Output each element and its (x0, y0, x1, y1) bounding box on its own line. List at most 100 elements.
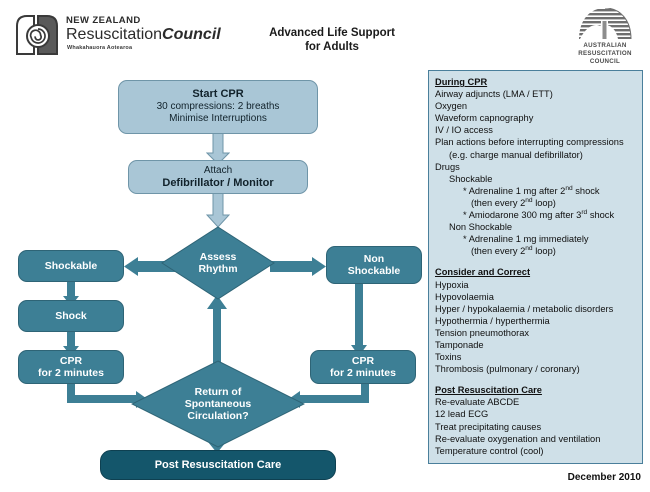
consider-item-thermia: Hypothermia / hyperthermia (435, 315, 550, 326)
rosc-line1: Return of (194, 386, 242, 398)
assess-rhythm-line1: Assess (199, 251, 237, 263)
during-cpr-item-capnography: Waveform capnography (435, 113, 534, 124)
logo-word-council: Council (162, 26, 221, 43)
drug-nonshockable-adrenaline-loop: (then every 2nd loop) (435, 245, 636, 257)
koru-spiral-icon (16, 15, 58, 55)
node-shock[interactable]: Shock (18, 300, 124, 332)
arc-logo-line2: RESUSCITATION (578, 50, 632, 58)
consider-item-pneumothorax: Tension pneumothorax (435, 327, 530, 338)
drug-nonshockable-loop-post: loop) (532, 246, 556, 257)
rosc-label: Return of Spontaneous Circulation? (131, 360, 305, 448)
consider-item-hypoxia: Hypoxia (435, 279, 469, 290)
during-cpr-item-airway: Airway adjuncts (LMA / ETT) (435, 89, 553, 100)
drug-shockable-amiodarone-pre: * Amiodarone 300 mg after 3 (463, 210, 582, 221)
start-cpr-sub1: 30 compressions: 2 breaths (156, 100, 280, 112)
node-post-resuscitation-care[interactable]: Post Resuscitation Care (100, 450, 336, 480)
cpr-right-line2: for 2 minutes (330, 367, 396, 379)
during-cpr-item-shockable-heading: Shockable (449, 173, 493, 184)
assess-rhythm-label: Assess Rhythm (161, 226, 275, 300)
connector-shockable-to-shock (63, 281, 79, 306)
drug-shockable-adrenaline-loop-sup: nd (525, 196, 533, 204)
logo-line-resuscitation-council: ResuscitationCouncil (66, 26, 221, 44)
rosc-diamond-shape (131, 360, 305, 448)
logo-line-new-zealand: New Zealand (66, 15, 141, 26)
node-non-shockable[interactable]: Non Shockable (326, 246, 422, 284)
shockable-label: Shockable (44, 259, 98, 272)
arc-emblem-icon (579, 8, 632, 40)
consider-correct-heading: Consider and Correct (435, 267, 531, 278)
non-shockable-line1: Non (363, 252, 385, 265)
post-resus-item-oxygenation: Re-evaluate oxygenation and ventilation (435, 433, 601, 444)
drug-shockable-adrenaline-loop-pre: (then every 2 (471, 197, 526, 208)
australian-resuscitation-council-logo: AUSTRALIAN RESUSCITATION COUNCIL (572, 8, 638, 70)
drug-nonshockable-loop-pre: (then every 2 (471, 246, 526, 257)
connector-cpr-right-to-rosc (288, 381, 369, 408)
shock-label: Shock (55, 309, 87, 322)
page-title: Advanced Life Support for Adults (232, 26, 432, 54)
drug-shockable-amiodarone-post: shock (587, 210, 615, 221)
attach-title: Defibrillator / Monitor (162, 177, 274, 189)
page-title-line1: Advanced Life Support (269, 27, 395, 39)
post-resus-item-temperature: Temperature control (cool) (435, 445, 544, 456)
panel-spacer-1 (435, 257, 636, 266)
during-cpr-item-charge-defib: (e.g. charge manual defibrillator) (449, 149, 583, 160)
cpr-left-line1: CPR (59, 354, 83, 367)
during-cpr-item-access: IV / IO access (435, 125, 493, 136)
attach-sub: Attach (203, 164, 233, 176)
connector-assess-to-nonshockable (270, 257, 326, 276)
cpr-right-line1: CPR (351, 354, 375, 367)
consider-item-toxins: Toxins (435, 352, 462, 363)
connector-startcpr-to-attach (206, 133, 230, 165)
during-cpr-item-plan-actions: Plan actions before interrupting compres… (435, 137, 624, 148)
during-cpr-item-drugs: Drugs (435, 161, 460, 172)
connector-rosc-to-assess-loop (207, 295, 227, 369)
logo-maori-subtitle: Whakahauora Aotearoa (67, 45, 133, 51)
node-assess-rhythm[interactable]: Assess Rhythm (161, 226, 275, 300)
drug-shockable-adrenaline-post: shock (572, 185, 600, 196)
post-resus-item-causes: Treat precipitating causes (435, 421, 542, 432)
consider-item-thrombosis: Thrombosis (pulmonary / coronary) (435, 364, 580, 375)
node-start-cpr[interactable]: Start CPR 30 compressions: 2 breaths Min… (118, 80, 318, 134)
page-title-line2: for Adults (305, 41, 359, 53)
post-care-label: Post Resuscitation Care (154, 458, 282, 471)
rosc-line3: Circulation? (187, 410, 249, 422)
node-attach-defibrillator[interactable]: Attach Defibrillator / Monitor (128, 160, 308, 194)
post-resus-item-ecg: 12 lead ECG (435, 409, 489, 420)
assess-rhythm-line2: Rhythm (198, 263, 238, 275)
consider-item-tamponade: Tamponade (435, 339, 484, 350)
connector-attach-to-assess (206, 191, 230, 228)
non-shockable-line2: Shockable (347, 265, 401, 277)
rosc-line2: Spontaneous (184, 398, 252, 410)
consider-item-kalaemia: Hyper / hypokalaemia / metabolic disorde… (435, 303, 614, 314)
nz-resuscitation-council-logo: New Zealand ResuscitationCouncil Whakaha… (14, 12, 229, 58)
drug-shockable-adrenaline-sup: nd (565, 184, 573, 192)
logo-word-resuscitation: Resuscitation (66, 26, 163, 43)
node-shockable[interactable]: Shockable (18, 250, 124, 282)
drug-shockable-adrenaline-loop: (then every 2nd loop) (435, 197, 636, 209)
during-cpr-item-oxygen: Oxygen (435, 101, 468, 112)
during-cpr-non-shockable-heading: Non Shockable (449, 222, 513, 233)
connector-shock-to-cpr-left (63, 331, 79, 356)
start-cpr-sub2: Minimise Interruptions (169, 113, 267, 125)
drug-nonshockable-loop-sup: nd (525, 245, 533, 253)
drug-shockable-adrenaline-loop-post: loop) (532, 197, 556, 208)
connector-nonshockable-to-cpr-right (351, 281, 367, 356)
connector-cpr-left-to-rosc (67, 381, 148, 408)
arc-logo-line3: COUNCIL (589, 58, 621, 66)
arc-logo-text: AUSTRALIAN RESUSCITATION COUNCIL (572, 42, 638, 67)
node-return-of-spontaneous-circulation[interactable]: Return of Spontaneous Circulation? (131, 360, 305, 448)
info-panel: During CPR Airway adjuncts (LMA / ETT) O… (428, 70, 643, 464)
assess-rhythm-diamond-shape (161, 226, 275, 300)
node-cpr-right[interactable]: CPR for 2 minutes (310, 350, 416, 384)
drug-shockable-adrenaline: * Adrenaline 1 mg after 2nd shock (435, 185, 636, 197)
during-cpr-heading: During CPR (435, 77, 488, 87)
consider-item-hypovolaemia: Hypovolaemia (435, 291, 494, 302)
drug-shockable-adrenaline-pre: * Adrenaline 1 mg after 2 (463, 185, 566, 196)
post-resus-item-abcde: Re-evaluate ABCDE (435, 397, 520, 408)
node-cpr-left[interactable]: CPR for 2 minutes (18, 350, 124, 384)
post-resus-heading: Post Resuscitation Care (435, 385, 542, 396)
drug-nonshockable-adrenaline: * Adrenaline 1 mg immediately (463, 234, 589, 245)
drug-shockable-amiodarone-sup: rd (581, 208, 588, 216)
cpr-left-line2: for 2 minutes (38, 367, 104, 379)
